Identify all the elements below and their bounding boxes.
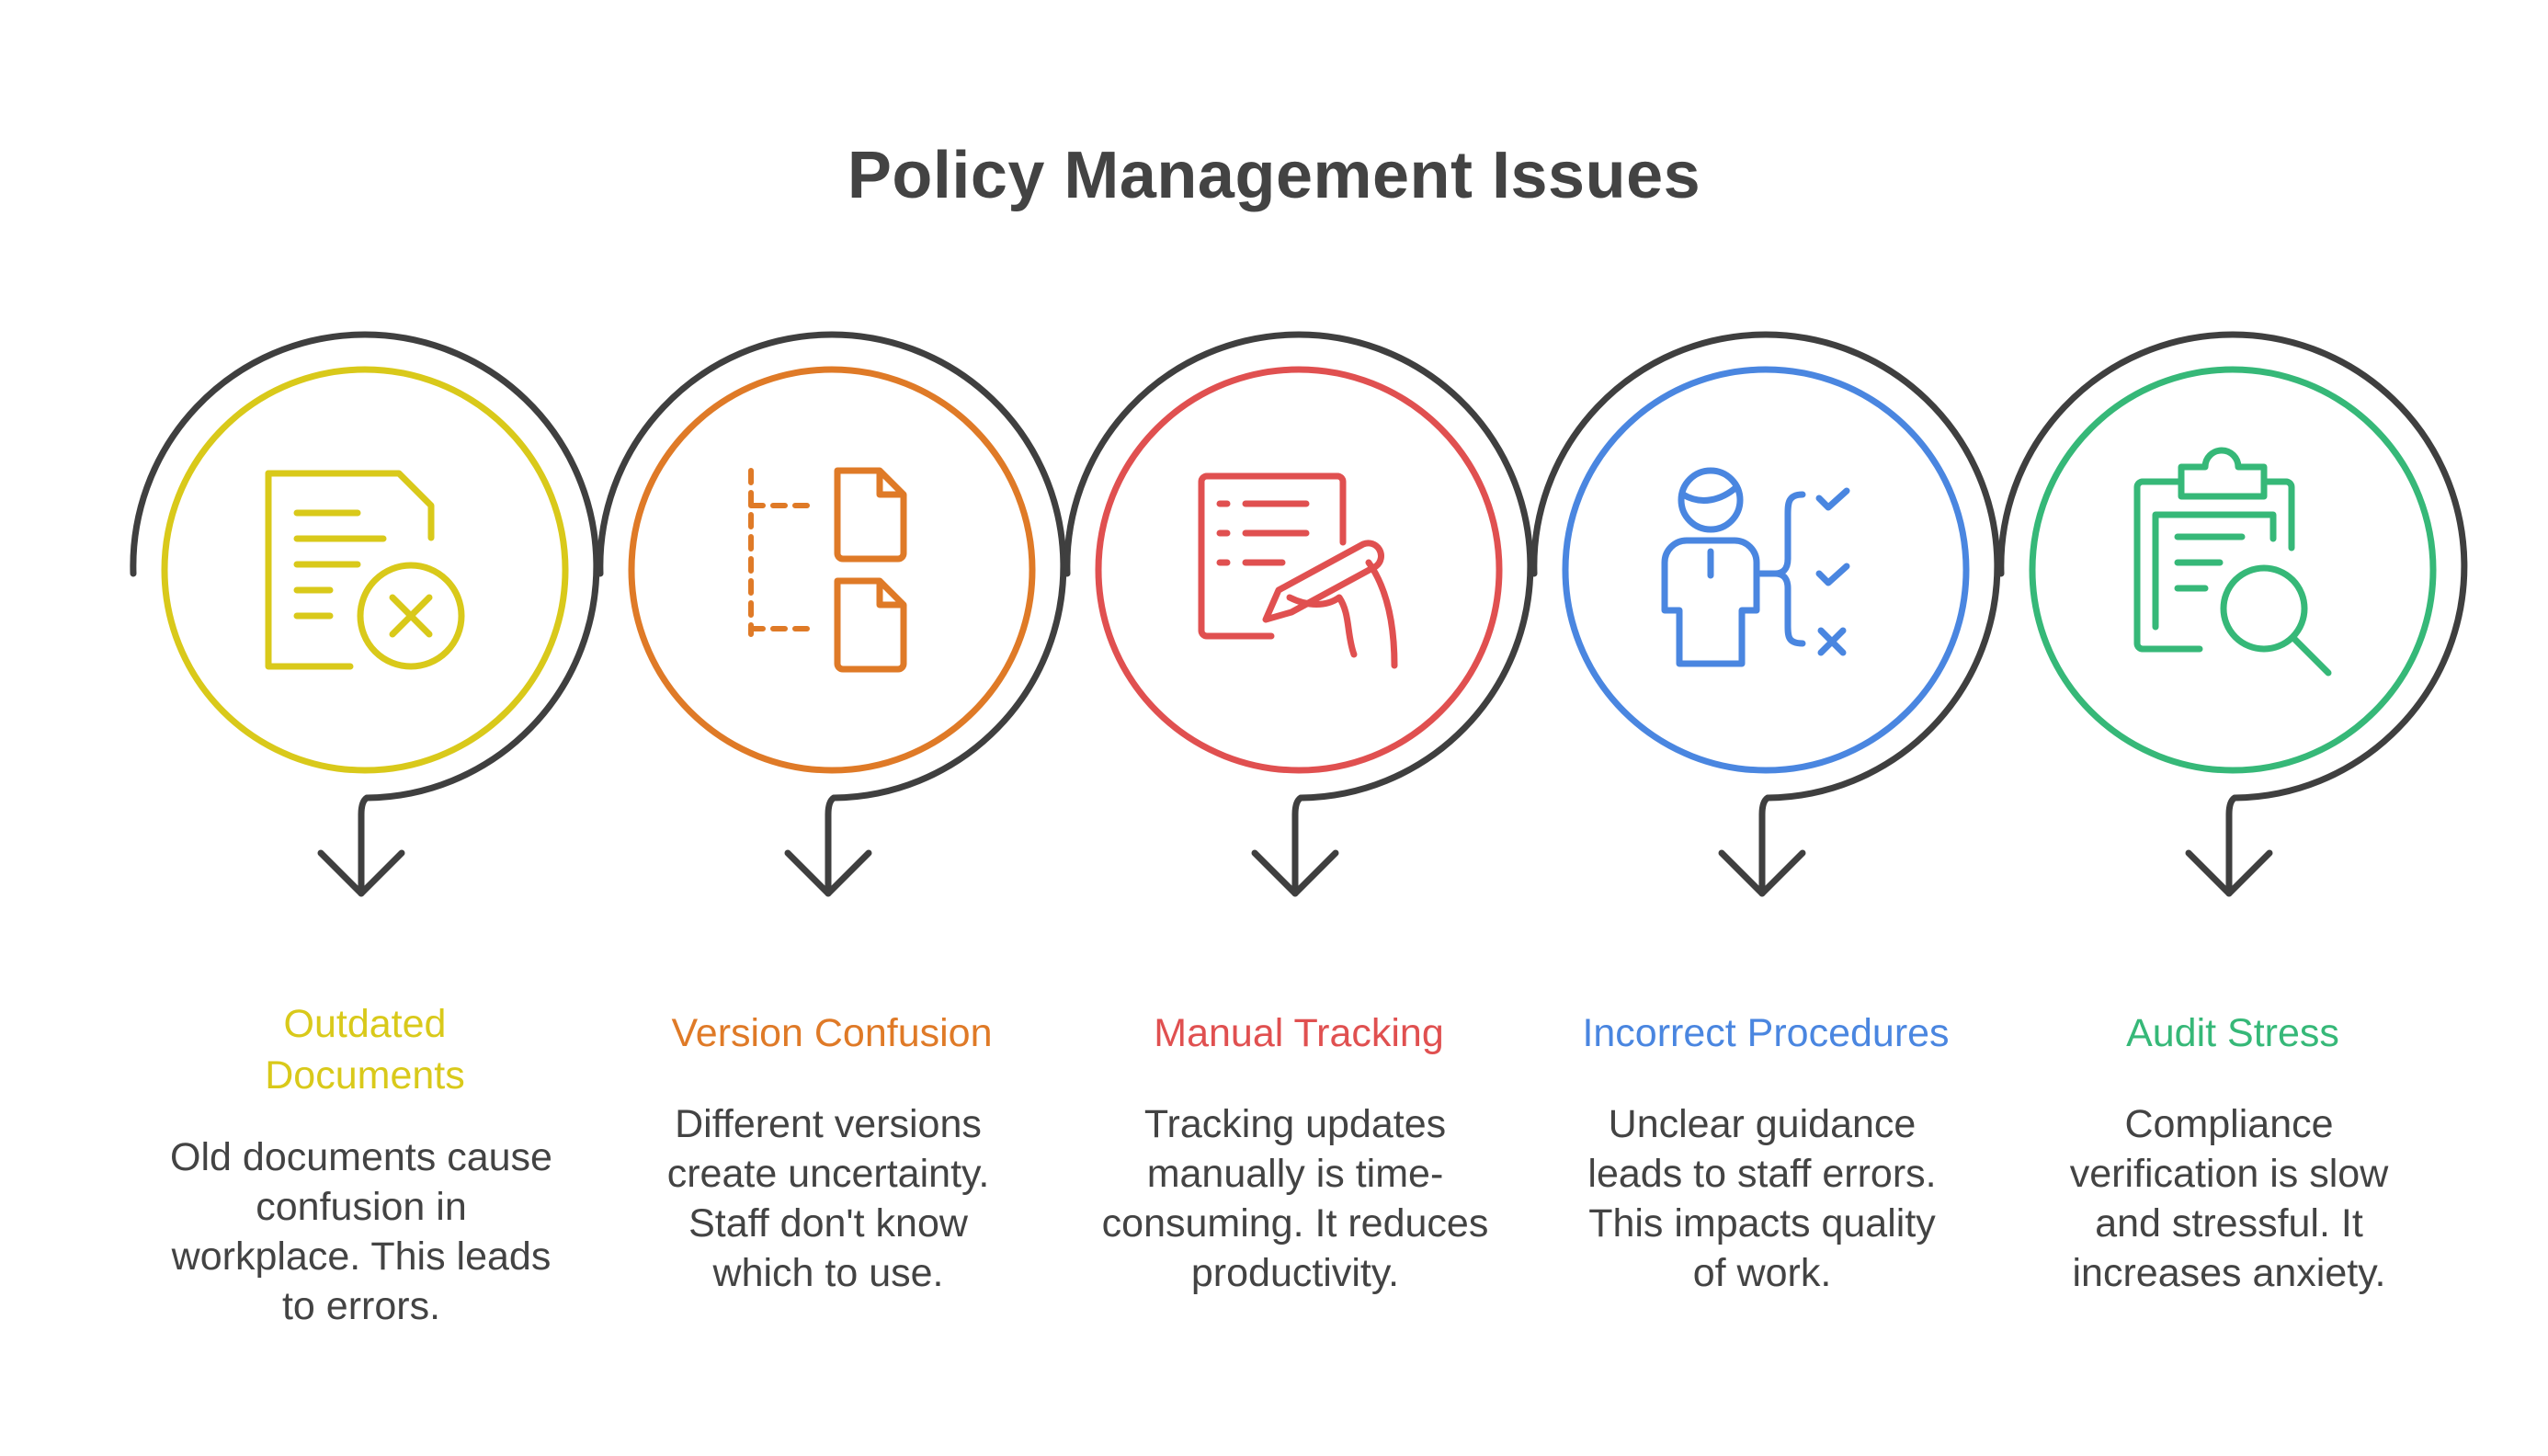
step-2-description: Different versions create uncertainty. S…	[666, 1102, 990, 1295]
step-4-arrow-head	[1718, 849, 1806, 897]
step-5-circle	[2029, 366, 2437, 774]
step-5-arrow-head	[2185, 849, 2273, 897]
step-3-description: Tracking updates manually is time-consum…	[1101, 1102, 1489, 1295]
page-title: Policy Management Issues	[847, 139, 1701, 212]
step-1-description: Old documents cause confusion in workpla…	[170, 1135, 552, 1328]
step-2-label: Version Confusion	[671, 1011, 993, 1055]
step-3-circle	[1095, 366, 1503, 774]
step-2-outer-arc	[597, 331, 1067, 897]
step-5-description: Compliance verification is slow and stre…	[2069, 1102, 2389, 1295]
step-5-label: Audit Stress	[2126, 1011, 2339, 1055]
step-3-arrow-head	[1251, 849, 1339, 897]
step-5-outer-arc	[1997, 331, 2468, 897]
step-4-description: Unclear guidance leads to staff errors. …	[1587, 1102, 1937, 1295]
step-3-outer-arc	[1064, 331, 1534, 897]
step-4-label: Incorrect Procedures	[1582, 1011, 1950, 1055]
step-2-arrow-head	[784, 849, 872, 897]
step-1-arrow-head	[317, 849, 405, 897]
step-4-outer-arc	[1530, 331, 2001, 897]
step-2-circle	[628, 366, 1036, 774]
step-1-circle	[161, 366, 569, 774]
step-3-label: Manual Tracking	[1154, 1011, 1444, 1055]
step-4-circle	[1562, 366, 1970, 774]
step-1-label: Outdated Documents	[265, 1002, 465, 1098]
step-1-outer-arc	[130, 331, 600, 897]
